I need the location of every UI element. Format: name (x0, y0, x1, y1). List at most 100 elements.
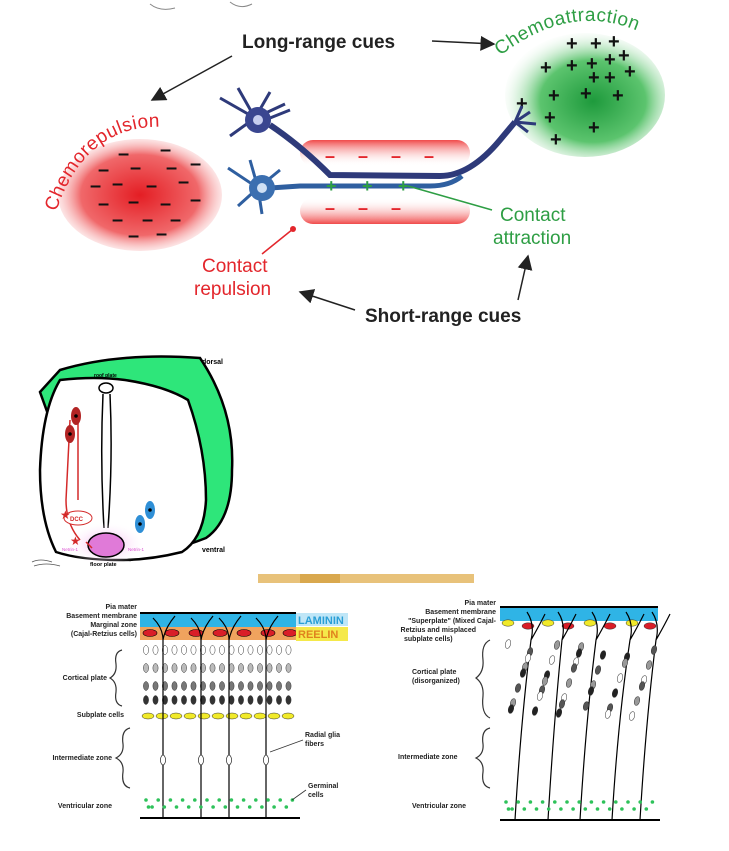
svg-text:–: – (156, 223, 167, 245)
svg-text:–: – (90, 175, 101, 197)
cortical-neuron (524, 653, 532, 663)
dcc-label: DCC (70, 517, 84, 523)
cortical-neuron (209, 645, 216, 655)
germinal-cell (235, 805, 240, 809)
germinal-cell (241, 798, 246, 802)
germinal-cell (211, 805, 215, 809)
reeler-radial-glia (514, 611, 671, 821)
germinal-cell (229, 798, 234, 802)
svg-text:+: + (362, 176, 373, 196)
cortical-neuron (266, 663, 273, 673)
cortical-neuron (266, 645, 273, 655)
normal-basement-band (140, 614, 296, 627)
reeler-disorganized-label: (disorganized) (412, 678, 460, 685)
cortical-neuron (190, 681, 197, 691)
cortical-neuron (650, 645, 658, 655)
svg-text:–: – (112, 173, 123, 195)
contact-repulsion-line1: Contact (202, 256, 268, 277)
cortical-neuron (541, 676, 549, 686)
migrating-neuron (198, 754, 204, 766)
cortical-neuron (228, 645, 235, 655)
migrating-neuron (226, 754, 232, 766)
germinal-cell (601, 800, 606, 804)
germinal-cell (146, 805, 151, 809)
cortical-neuron (219, 681, 225, 691)
svg-text:–: – (325, 198, 335, 218)
svg-text:–: – (128, 191, 139, 213)
superplate-cell (583, 619, 597, 627)
svg-text:+: + (566, 55, 578, 77)
superplate-cell (625, 619, 639, 627)
neuron-upper-nucleus (253, 115, 263, 125)
radial-glia-fiber (611, 611, 645, 821)
normal-cortical-plate-label: Cortical plate (63, 675, 107, 682)
cortical-neuron (507, 704, 515, 714)
contact-repulsion-line2: repulsion (194, 279, 271, 300)
contact-attraction-line1: Contact (500, 205, 566, 226)
cortical-neuron (285, 663, 292, 673)
germinal-cell (522, 807, 527, 811)
svg-text:–: – (358, 198, 368, 218)
svg-text:+: + (550, 129, 562, 151)
reeler-superplate-line1: "Superplate" (Mixed Cajal- (408, 618, 497, 625)
star-left-upper: ★ (60, 508, 71, 522)
cortical-neuron (504, 639, 512, 649)
cortical-neuron (247, 645, 254, 655)
neuron-upper (219, 87, 537, 180)
cortical-neuron (257, 681, 263, 691)
germinal-cell (217, 798, 221, 802)
reeler-intermediate-label: Intermediate zone (398, 754, 458, 761)
germinal-pointer (291, 789, 307, 801)
cortical-neuron (209, 663, 216, 673)
germinal-cell (162, 805, 167, 809)
germinal-cell (577, 800, 581, 804)
cortical-neuron (276, 681, 282, 691)
subplate-cell (155, 712, 169, 720)
radial-glia-fiber (152, 615, 176, 818)
svg-text:–: – (160, 139, 171, 161)
svg-text:+: + (540, 57, 552, 79)
germinal-cell (144, 798, 148, 802)
svg-text:+: + (604, 49, 616, 71)
cortical-neuron (228, 663, 235, 673)
motor-neurons (135, 501, 155, 533)
svg-text:+: + (398, 176, 409, 196)
svg-text:–: – (130, 157, 141, 179)
svg-text:–: – (325, 146, 335, 166)
contact-plus-signs: + + + (326, 176, 409, 196)
ventral-label: ventral (202, 547, 225, 554)
cortical-neuron (143, 645, 149, 655)
band-minus-signs: – – – – – – – (325, 146, 434, 218)
svg-text:–: – (118, 143, 129, 165)
repel-minus-signs: – – – – – – – – – – – – – – – – – – – (90, 139, 201, 247)
cortical-neuron (143, 663, 149, 673)
svg-text:+: + (624, 61, 636, 83)
cortical-neuron (238, 663, 244, 673)
cortical-neuron (266, 681, 273, 691)
cortical-neuron (219, 663, 225, 673)
attract-plus-signs: + + + + + + + + + + + + + + + + + + (516, 31, 636, 151)
germinal-cell (607, 807, 612, 811)
short-range-arrow-up (517, 254, 533, 301)
svg-text:+: + (548, 85, 560, 107)
radial-glia-fiber (639, 611, 671, 821)
radial-glia-fiber (579, 611, 611, 821)
svg-text:+: + (586, 53, 598, 75)
photo-strip-shade (300, 574, 340, 583)
cortical-neuron (190, 645, 197, 655)
floor-plate (87, 532, 125, 558)
germinal-cell (644, 807, 649, 811)
migrating-neuron (160, 754, 166, 766)
germinal-cell (528, 800, 533, 804)
germinal-cell (516, 800, 520, 804)
svg-text:+: + (590, 33, 602, 55)
long-range-arrow-right (431, 35, 496, 51)
germinal-cell (540, 800, 545, 804)
cortical-neuron (266, 695, 273, 705)
subplate-cell (239, 712, 253, 720)
reeler-iz-brace (474, 727, 491, 789)
reelin-tag: REELIN (298, 629, 338, 641)
germinal-cell (565, 800, 569, 804)
contact-attraction-line2: attraction (493, 228, 571, 249)
cortical-neuron (638, 681, 646, 691)
